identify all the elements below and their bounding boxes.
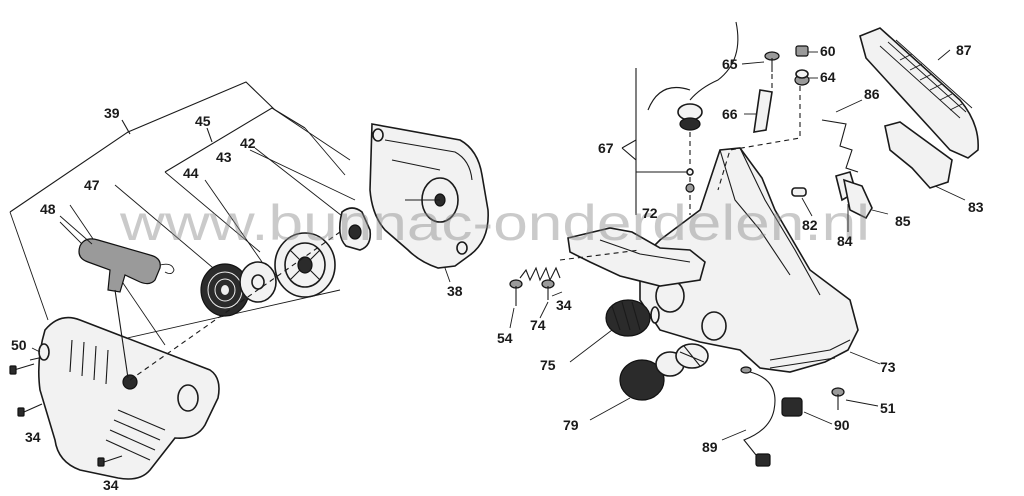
label-83: 83 bbox=[968, 199, 984, 215]
pin-82 bbox=[791, 187, 807, 197]
label-47: 47 bbox=[84, 177, 100, 193]
leader-lines bbox=[31, 49, 966, 441]
screw-65 bbox=[764, 51, 780, 72]
screw-50 bbox=[9, 363, 35, 375]
stop-switch bbox=[781, 397, 803, 417]
label-51: 51 bbox=[880, 400, 896, 416]
tank-assembly bbox=[509, 21, 979, 467]
label-79: 79 bbox=[563, 417, 579, 433]
fuel-cap bbox=[605, 299, 660, 337]
throttle-rod bbox=[821, 119, 859, 173]
label-75: 75 bbox=[540, 357, 556, 373]
throttle-lockout bbox=[884, 121, 953, 189]
screw-34c bbox=[541, 279, 555, 300]
screw-51 bbox=[831, 387, 845, 410]
screw-54 bbox=[509, 279, 523, 306]
label-73: 73 bbox=[880, 359, 896, 375]
label-64: 64 bbox=[820, 69, 836, 85]
label-54: 54 bbox=[497, 330, 513, 346]
rope-guide bbox=[122, 374, 138, 390]
spring-74 bbox=[519, 266, 561, 282]
label-84: 84 bbox=[837, 233, 853, 249]
label-67: 67 bbox=[598, 140, 614, 156]
label-34-left-top: 34 bbox=[25, 429, 41, 445]
label-87: 87 bbox=[956, 42, 972, 58]
fan-housing bbox=[369, 123, 489, 269]
label-39: 39 bbox=[104, 105, 120, 121]
cover-hole bbox=[177, 384, 199, 412]
label-66: 66 bbox=[722, 106, 738, 122]
label-34-right: 34 bbox=[556, 297, 572, 313]
starter-cover bbox=[38, 316, 220, 480]
label-44: 44 bbox=[183, 165, 199, 181]
vent-hose bbox=[753, 89, 773, 133]
fuel-line bbox=[647, 21, 739, 215]
label-89: 89 bbox=[702, 439, 718, 455]
valve-60-64 bbox=[794, 45, 810, 86]
label-82: 82 bbox=[802, 217, 818, 233]
ground-wire bbox=[740, 366, 776, 467]
screw-34a bbox=[17, 403, 43, 417]
label-86: 86 bbox=[864, 86, 880, 102]
bracket-39 bbox=[9, 81, 276, 213]
label-34-left-bottom: 34 bbox=[103, 477, 119, 493]
watermark: www.bunnac-onderdelen.nl bbox=[119, 195, 870, 251]
throttle-trigger bbox=[842, 178, 873, 220]
starter-assembly bbox=[9, 81, 489, 480]
label-74: 74 bbox=[530, 317, 546, 333]
rope-pulley bbox=[274, 232, 336, 298]
label-72: 72 bbox=[642, 205, 658, 221]
screw-34b bbox=[97, 455, 123, 467]
label-50: 50 bbox=[11, 337, 27, 353]
starter-handle bbox=[78, 238, 161, 293]
oil-cap bbox=[619, 343, 709, 401]
cover-vents bbox=[69, 339, 166, 461]
label-90: 90 bbox=[834, 417, 850, 433]
label-48: 48 bbox=[40, 201, 56, 217]
label-85: 85 bbox=[895, 213, 911, 229]
label-65: 65 bbox=[722, 56, 738, 72]
label-38: 38 bbox=[447, 283, 463, 299]
handle-grip bbox=[859, 27, 979, 159]
starter-pawl bbox=[338, 207, 372, 251]
starter-rope bbox=[114, 289, 129, 379]
callout-labels: 39 45 42 43 44 47 48 50 34 34 38 65 60 6… bbox=[11, 42, 984, 493]
label-43: 43 bbox=[216, 149, 232, 165]
label-42: 42 bbox=[240, 135, 256, 151]
bracket-45 bbox=[164, 107, 306, 173]
label-60: 60 bbox=[820, 43, 836, 59]
label-45: 45 bbox=[195, 113, 211, 129]
top-cover bbox=[567, 227, 706, 287]
